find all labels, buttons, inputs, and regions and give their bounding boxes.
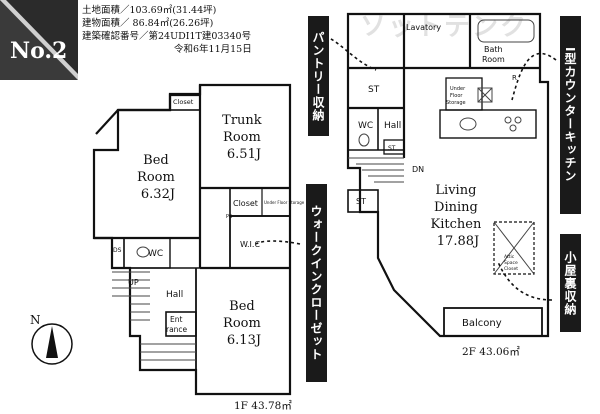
storage-label: ST xyxy=(356,197,366,206)
closet-label: Closet xyxy=(233,199,258,208)
floor2-outer-wall xyxy=(346,12,550,338)
under-floor-storage-label: Under xyxy=(450,86,466,92)
tag-counter-kitchen: I型カウンターキッチン xyxy=(560,16,581,214)
property-info: 土地面積／103.69㎡(31.44坪) 建物面積／ 86.84㎡(26.26坪… xyxy=(82,4,252,56)
walk-in-closet-label: W.I.C xyxy=(240,240,260,249)
tag-walk-in-closet: ウォークインクローゼット xyxy=(306,184,327,382)
svg-text:Bath Room: Bath Room xyxy=(482,45,505,64)
confirmation-date: 令和6年11月15日 xyxy=(174,44,252,55)
attic-closet-label: Attic xyxy=(504,254,515,260)
trunk-room-label: Trunk xyxy=(222,113,262,128)
storage-label: ST xyxy=(368,85,380,95)
under-floor-storage-label: Storage xyxy=(446,100,466,106)
tag-attic-storage: 小屋裏収納 xyxy=(560,234,581,332)
confirmation-number: 建築確認番号／第24UDI1T建03340号 xyxy=(82,31,252,42)
ldk-label: Living xyxy=(435,183,476,198)
svg-text:Living Dining Kitchen: Living Dining Kitchen 17.88J xyxy=(431,183,486,249)
bed-room-1-label: Bed xyxy=(143,153,169,168)
floor1-area: 1F 43.78㎡ xyxy=(234,400,292,412)
wc-label: WC xyxy=(358,121,373,131)
svg-text:Ent rance: Ent rance xyxy=(166,315,188,334)
bed-room-2-label: Bed xyxy=(229,299,255,314)
hall-label: Hall xyxy=(166,290,183,300)
svg-text:Attic Space Closet: Attic Space Closet xyxy=(504,254,519,272)
ldk-label: Dining xyxy=(434,200,478,215)
bed-room-1-label: 6.32J xyxy=(141,187,175,202)
ldk-label: Kitchen xyxy=(431,217,482,232)
under-floor-storage-label: Under Floor Storage xyxy=(264,200,305,205)
under-floor-storage-label: Floor xyxy=(450,93,463,99)
floor2-area: 2F 43.06㎡ xyxy=(462,346,520,358)
balcony-label: Balcony xyxy=(462,318,502,329)
trunk-room-label: 6.51J xyxy=(227,147,261,162)
svg-text:Bed Room 6.13J: Bed Room 6.13J xyxy=(223,299,265,348)
bath-room-label: Bath xyxy=(484,45,503,54)
entrance-label: Ent xyxy=(170,315,182,324)
svg-text:Bed Room 6.32J: Bed Room 6.32J xyxy=(137,153,179,202)
plan-number: No.2 xyxy=(10,38,67,64)
closet-label: Closet xyxy=(173,98,194,106)
compass: N xyxy=(30,313,73,365)
tag-pantry: パントリー収納 xyxy=(308,16,329,136)
bed-room-2-label: 6.13J xyxy=(227,333,261,348)
compass-north-label: N xyxy=(30,313,41,327)
watermark: ソットテンク xyxy=(360,12,529,42)
lavatory-label: Lavatory xyxy=(406,23,441,32)
storage-label: ST xyxy=(388,145,396,152)
trunk-room-label: Room xyxy=(223,130,261,145)
bath-room-label: Room xyxy=(482,55,505,64)
ldk-label: 17.88J xyxy=(437,234,479,249)
stairs-down-label: DN xyxy=(412,165,424,174)
stairs-up-label: UP xyxy=(128,278,139,287)
bed-room-1-label: Room xyxy=(137,170,175,185)
ds-label: DS xyxy=(113,247,122,254)
attic-closet-label: Space xyxy=(504,260,518,266)
building-area: 建物面積／ 86.84㎡(26.26坪) xyxy=(82,18,214,29)
attic-closet-label: Closet xyxy=(504,266,518,272)
refrigerator-label: R xyxy=(512,74,517,82)
entrance-label: rance xyxy=(166,325,188,334)
hall-label: Hall xyxy=(384,121,401,131)
plan-number-badge: No.2 xyxy=(0,0,78,80)
svg-text:Under Floor Storage: Under Floor Storage xyxy=(446,86,467,106)
bed-room-2-label: Room xyxy=(223,316,261,331)
wc-label: WC xyxy=(148,249,163,259)
svg-text:Trunk Room 6.51J: Trunk Room 6.51J xyxy=(222,113,266,162)
land-area: 土地面積／103.69㎡(31.44坪) xyxy=(82,5,217,16)
ps-label: PS xyxy=(226,214,232,220)
